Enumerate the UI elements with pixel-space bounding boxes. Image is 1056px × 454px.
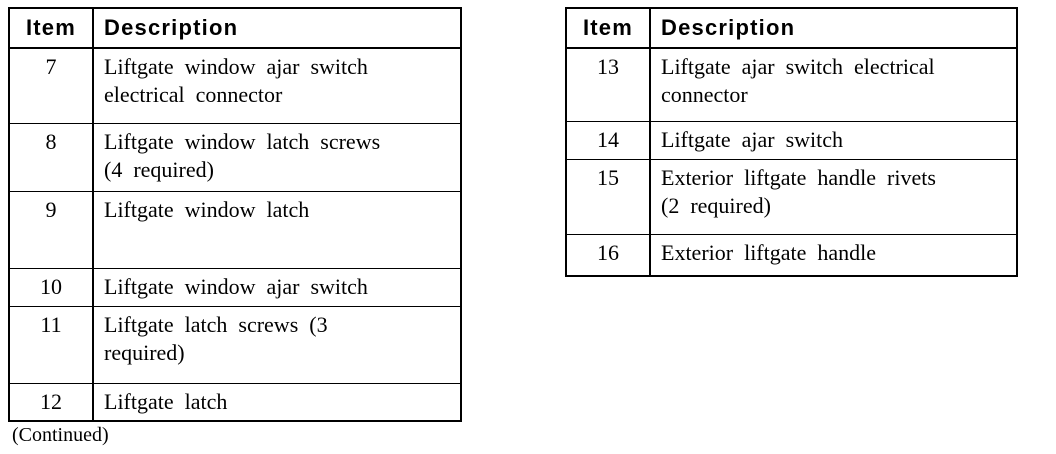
item-description: Liftgate window latch (93, 190, 461, 268)
item-description: Liftgate window ajar switch (93, 267, 461, 306)
item-number: 11 (9, 305, 94, 383)
description-column-header: Description (650, 8, 1017, 49)
item-number: 16 (566, 233, 651, 276)
item-description: Liftgate latch (93, 382, 461, 421)
item-description: Exterior liftgate handle (650, 233, 1017, 276)
table-row: 7 Liftgate window ajar switch electrical… (9, 47, 461, 123)
table-row: 13 Liftgate ajar switch electrical conne… (566, 47, 1017, 121)
table-row: 9 Liftgate window latch (9, 190, 461, 268)
item-description: Liftgate window ajar switch electrical c… (93, 47, 461, 123)
item-number: 10 (9, 267, 94, 306)
item-number: 7 (9, 47, 94, 123)
item-number: 9 (9, 190, 94, 268)
table-row: 16 Exterior liftgate handle (566, 233, 1017, 276)
item-description: Liftgate window latch screws (4 required… (93, 122, 461, 191)
parts-table-items-7-12: Item Description 7 Liftgate window ajar … (8, 7, 462, 422)
table-row: 8 Liftgate window latch screws (4 requir… (9, 122, 461, 191)
table-row: 15 Exterior liftgate handle rivets (2 re… (566, 158, 1017, 234)
item-description: Liftgate ajar switch electrical connecto… (650, 47, 1017, 121)
item-number: 13 (566, 47, 651, 121)
table-header-row: Item Description (9, 8, 461, 49)
description-column-header: Description (93, 8, 461, 49)
item-description: Liftgate latch screws (3 required) (93, 305, 461, 383)
item-number: 8 (9, 122, 94, 191)
item-number: 12 (9, 382, 94, 421)
continued-note: (Continued) (12, 424, 109, 446)
item-description: Exterior liftgate handle rivets (2 requi… (650, 158, 1017, 234)
item-number: 14 (566, 120, 651, 159)
table-row: 12 Liftgate latch (9, 382, 461, 421)
table-row: 14 Liftgate ajar switch (566, 120, 1017, 159)
table-row: 10 Liftgate window ajar switch (9, 267, 461, 306)
parts-table-items-13-16: Item Description 13 Liftgate ajar switch… (565, 7, 1018, 277)
item-column-header: Item (9, 8, 94, 49)
item-number: 15 (566, 158, 651, 234)
table-header-row: Item Description (566, 8, 1017, 49)
item-description: Liftgate ajar switch (650, 120, 1017, 159)
table-row: 11 Liftgate latch screws (3 required) (9, 305, 461, 383)
item-column-header: Item (566, 8, 651, 49)
